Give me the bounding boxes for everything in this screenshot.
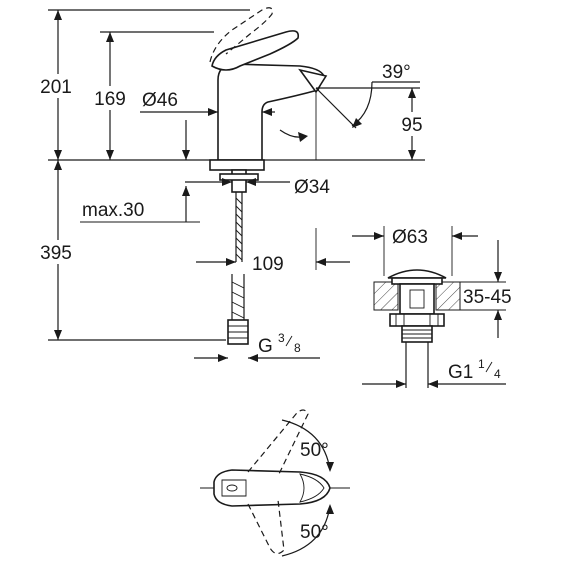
hose-connector-thread — [228, 325, 248, 339]
base-flange — [209, 159, 265, 171]
dim-max-30: max.30 — [80, 120, 200, 223]
hose-thread-num: 3 — [278, 331, 285, 345]
waste-flange — [391, 277, 443, 285]
lever-handle — [211, 30, 300, 71]
dim-max30-label: max.30 — [82, 200, 144, 221]
lever-raised-outline — [209, 7, 273, 63]
waste-thread-den: 4 — [494, 367, 501, 381]
spout-outlet — [298, 68, 328, 94]
waste-nut — [389, 313, 445, 327]
dim-395-label: 395 — [40, 243, 72, 264]
hose-thread-den: 8 — [294, 341, 301, 355]
dim-395: 395 — [30, 160, 226, 341]
dim-169: 169 — [86, 31, 214, 160]
top-view-rotated-up — [247, 409, 309, 477]
top-view-lever-base — [221, 479, 247, 497]
faucet-side-view — [48, 7, 425, 345]
faucet-top-view: 50° 50° — [200, 409, 350, 557]
dim-169-label: 169 — [94, 89, 126, 110]
hose-braid — [235, 197, 243, 261]
dim-109-label: 109 — [252, 254, 284, 275]
dim-diameter-46: Ø46 — [140, 90, 275, 116]
mounting-nut — [219, 173, 259, 181]
dim-34-label: Ø34 — [294, 177, 330, 198]
hose-thread-label: G — [258, 336, 273, 357]
waste-slot — [409, 289, 425, 309]
dim-39-label: 39° — [382, 62, 411, 83]
top-view-rotated-down — [247, 499, 285, 555]
dim-201: 201 — [30, 9, 250, 160]
top-view-indicator — [226, 484, 238, 492]
dim-46-label: Ø46 — [142, 90, 178, 111]
dim-angle-39: 39° — [279, 62, 420, 142]
waste-nut-flats — [395, 314, 439, 326]
rotation-bottom-label: 50° — [300, 522, 329, 543]
waste-detail: Ø63 35-45 G1 1 4 — [352, 226, 512, 388]
waste-body — [399, 283, 435, 315]
dim-hose-thread: G 3 8 — [194, 331, 320, 362]
dim-63-label: Ø63 — [392, 227, 428, 248]
dim-201-label: 201 — [40, 77, 72, 98]
top-view-handle — [213, 469, 331, 507]
basin-section-right — [435, 281, 461, 311]
waste-thread-num: 1 — [478, 357, 485, 371]
dim-diameter-34: Ø34 — [185, 177, 330, 198]
dim-95-label: 95 — [401, 115, 422, 136]
dim-95: 95 — [315, 88, 428, 160]
basin-section-left — [373, 281, 399, 311]
hose-lower-braid — [231, 281, 245, 319]
top-view-spout — [299, 473, 325, 503]
dim-35-45-label: 35-45 — [463, 287, 512, 308]
waste-cap — [387, 269, 447, 279]
waste-thread-label: G1 — [448, 362, 473, 383]
waste-thread — [402, 329, 432, 339]
dim-109: 109 — [196, 228, 350, 275]
rotation-top-label: 50° — [300, 440, 329, 461]
